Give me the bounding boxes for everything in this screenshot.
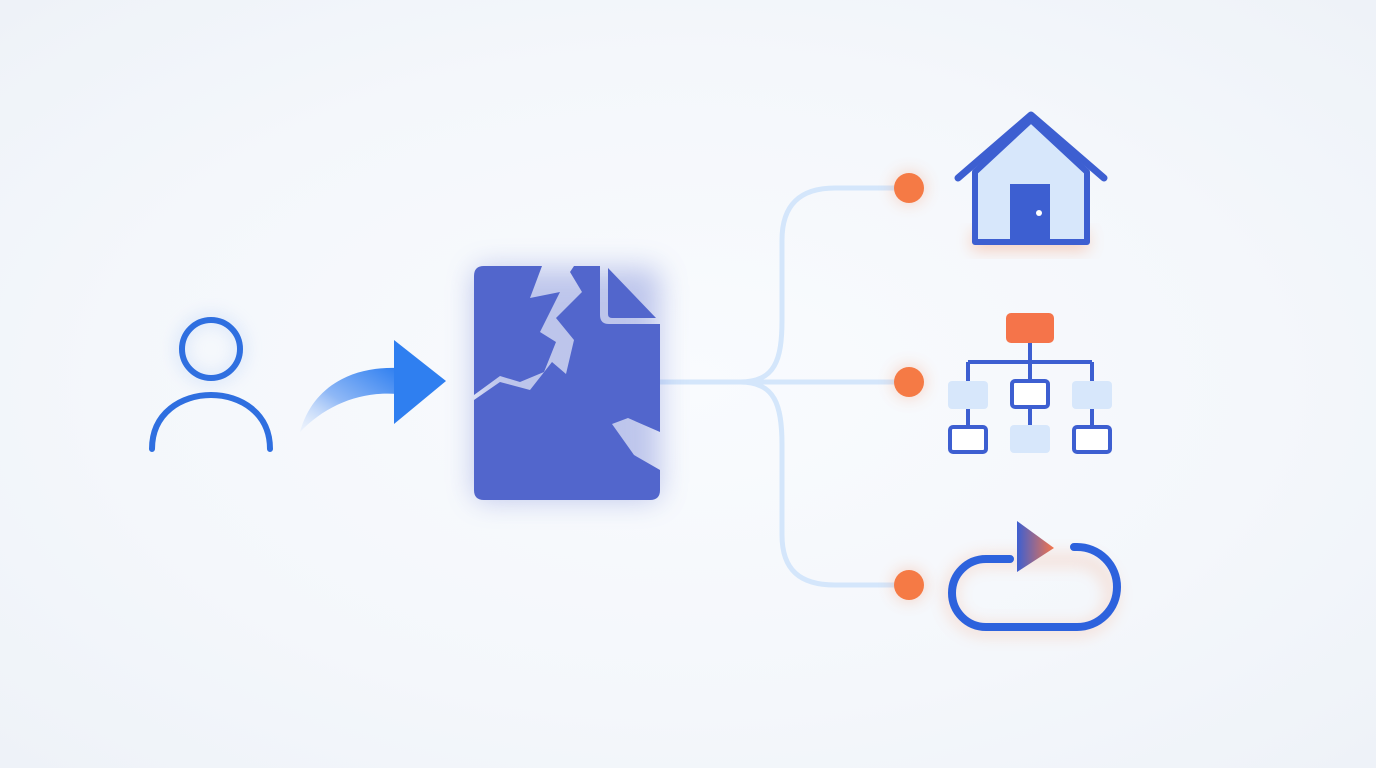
user-icon <box>149 314 273 452</box>
curved-arrow-icon <box>300 340 446 432</box>
node-dots <box>893 172 925 601</box>
connector-bottom <box>737 379 898 588</box>
cycle-arrow-icon <box>945 521 1121 635</box>
house-icon <box>954 111 1108 250</box>
org-chart-icon <box>948 313 1112 454</box>
cracked-document-icon <box>474 266 660 500</box>
branch-connectors <box>657 185 898 588</box>
connector-top <box>737 185 898 385</box>
